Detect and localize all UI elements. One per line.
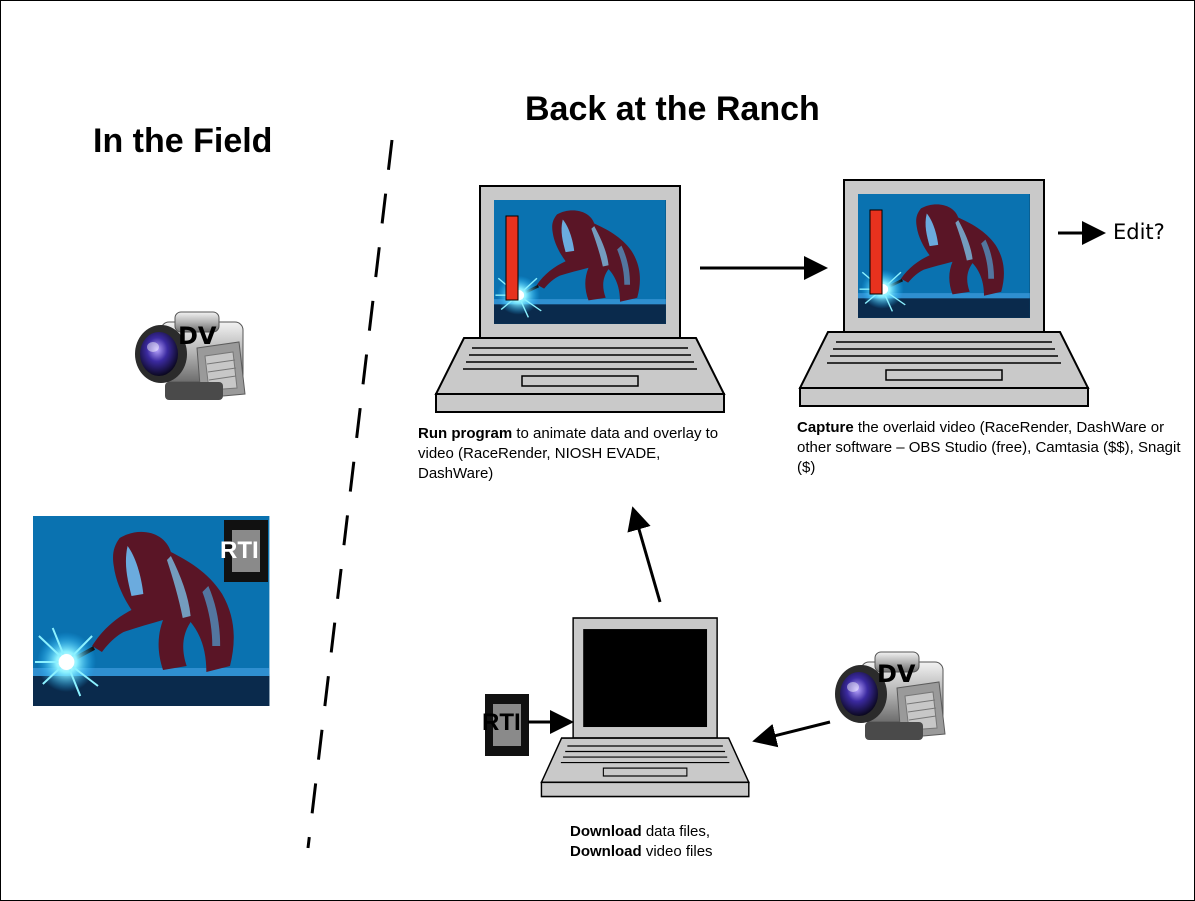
caption-capture-strong: Capture — [797, 419, 854, 436]
caption-run-program: Run program to animate data and overlay … — [418, 424, 738, 484]
dv-badge-ranch: DV — [877, 660, 916, 688]
laptop-capture — [799, 179, 1089, 407]
dv-badge-field: DV — [178, 322, 217, 350]
overlay-data-bar — [869, 209, 883, 295]
title-in-the-field: In the Field — [93, 122, 273, 160]
caption-capture-text: the overlaid video (RaceRender, DashWare… — [797, 419, 1181, 476]
caption-run-text: to animate data and overlay to video (Ra… — [418, 425, 719, 482]
laptop-download — [540, 617, 750, 798]
caption-download-text-1: data files, — [641, 823, 711, 840]
rti-badge-field: RTI — [220, 537, 259, 564]
title-back-at-the-ranch: Back at the Ranch — [525, 90, 820, 128]
caption-download-strong-2: Download — [570, 843, 642, 860]
caption-run-strong: Run program — [418, 425, 513, 442]
laptop-run-program — [435, 185, 725, 413]
caption-download-strong-1: Download — [570, 823, 642, 840]
rti-badge-ranch: RTI — [482, 709, 521, 736]
caption-download: Download data files, Download video file… — [570, 822, 790, 862]
caption-capture: Capture the overlaid video (RaceRender, … — [797, 418, 1182, 478]
arrow-download-to-run — [627, 506, 662, 603]
edit-label: Edit? — [1113, 220, 1165, 244]
caption-download-text-2: video files — [641, 843, 713, 860]
arrow-camcorder-to-laptop — [752, 720, 831, 748]
dashed-divider — [306, 139, 394, 849]
overlay-data-bar — [505, 215, 519, 301]
